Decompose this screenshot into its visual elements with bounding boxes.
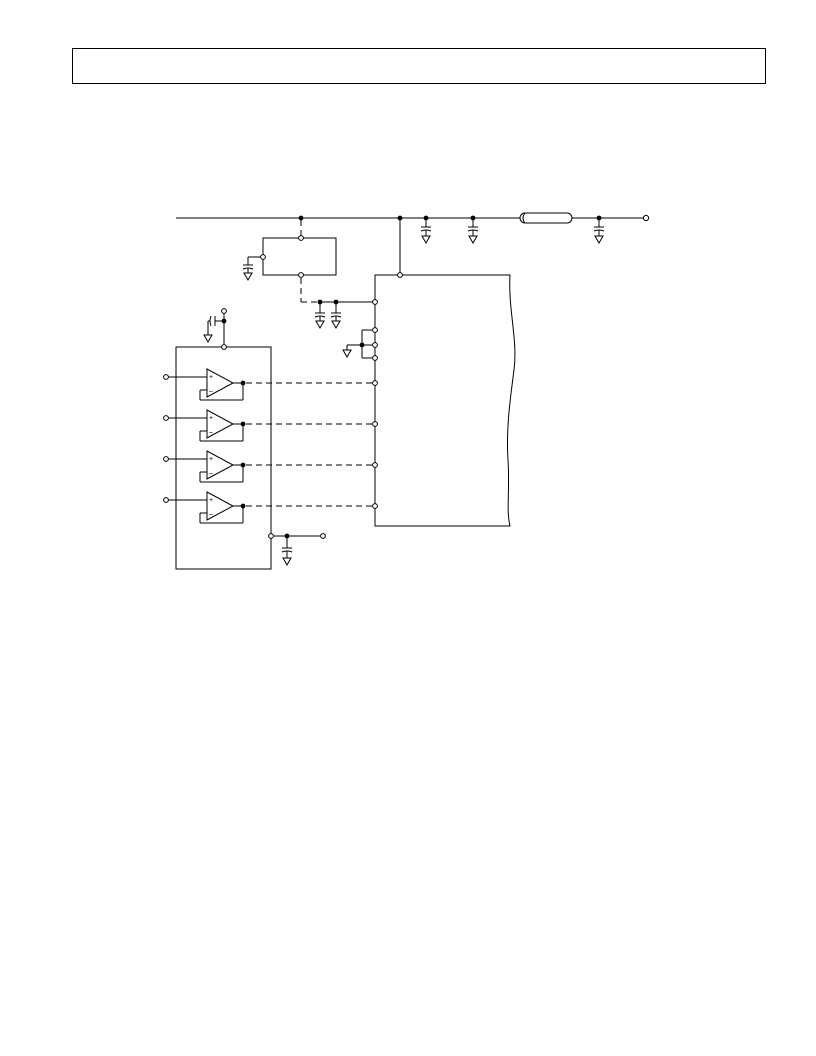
- adc-block: [372, 218, 516, 527]
- svg-text:–: –: [209, 388, 213, 395]
- bus-capacitor-3: [593, 218, 605, 245]
- svg-text:+: +: [209, 456, 213, 463]
- opamp-channel-1: + –: [163, 368, 372, 401]
- opamp-supply-top: [203, 308, 227, 344]
- opamp-supply-bottom: [274, 533, 326, 567]
- reference-block: [242, 220, 373, 330]
- svg-text:+: +: [209, 415, 213, 422]
- svg-text:–: –: [209, 470, 213, 477]
- bus-capacitor-1: [420, 218, 432, 245]
- opamp-channel-3: + –: [163, 450, 372, 483]
- adc-ground-tie: [342, 329, 372, 359]
- svg-text:–: –: [209, 429, 213, 436]
- supply-output-terminal: [642, 214, 650, 222]
- supply-bus: [176, 215, 645, 221]
- svg-text:–: –: [209, 511, 213, 518]
- svg-text:+: +: [209, 374, 213, 381]
- opamp-channel-4: + –: [163, 491, 372, 524]
- opamp-channel-2: + –: [163, 409, 372, 442]
- ferrite-bead: [519, 212, 573, 224]
- header-box: [72, 48, 766, 84]
- bus-capacitor-2: [467, 218, 479, 245]
- svg-text:+: +: [209, 497, 213, 504]
